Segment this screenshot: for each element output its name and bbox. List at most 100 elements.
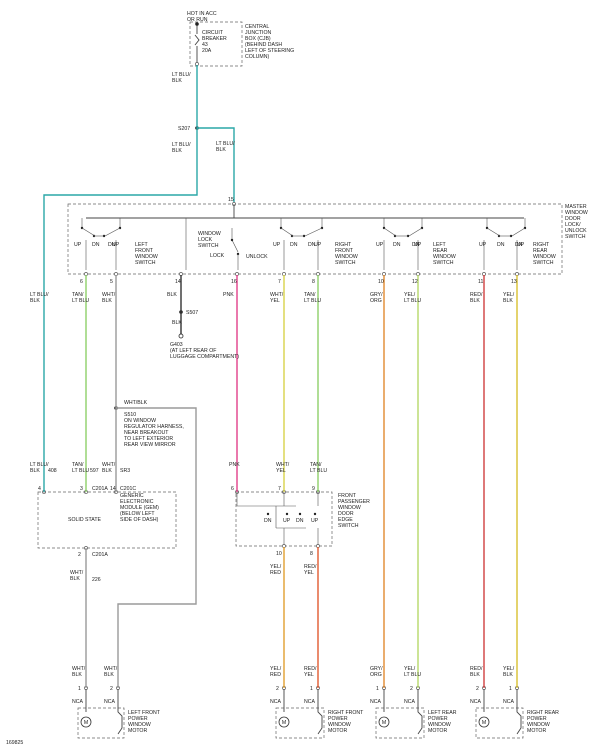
master-wire-13-label: BLK	[503, 298, 513, 304]
motor-2-wire-a-label: RED	[270, 672, 281, 678]
cjb-label: COLUMN)	[245, 54, 269, 60]
motor-4-wire-a-label: BLK	[470, 672, 480, 678]
master-pin-7-number: 7	[278, 279, 281, 285]
master-pin-13-number: 13	[511, 279, 517, 285]
master-wire-12-label: YEL/	[404, 292, 416, 298]
switch-group-3-label: WINDOW	[433, 254, 456, 260]
hot-label: HOT IN ACC	[187, 11, 217, 17]
motor-4-wire-b-label: BLK	[503, 672, 513, 678]
switch-group-1-blade	[104, 227, 121, 237]
pass-out-wire-label: RED	[270, 570, 281, 576]
pass-in-pin: 9	[312, 486, 315, 492]
master-switch-label: WINDOW	[565, 210, 588, 216]
switch-group-2-label: WINDOW	[335, 254, 358, 260]
motor-3-nca-b: NCA	[404, 699, 415, 705]
master-pin-8-number: 8	[312, 279, 315, 285]
motor-1-lead-b	[117, 689, 123, 735]
master-wire-6-label: TAN/	[72, 292, 84, 298]
right-branch-wire	[197, 127, 235, 202]
cjb-label: LEFT OF STEERING	[245, 48, 294, 54]
switch-group-3-dn-label: DN	[393, 242, 401, 248]
gem-pin-label: 14	[110, 486, 116, 492]
switch-group-2-label: FRONT	[335, 248, 354, 254]
master-wire-11-label: BLK	[470, 298, 480, 304]
gem-out-wire-label: WHT/	[70, 570, 84, 576]
gem-label: GENERIC	[120, 493, 144, 499]
motor-1-housing	[77, 707, 125, 739]
switch-group-2-up-label: UP	[314, 242, 322, 248]
ground-label: G403	[170, 342, 183, 348]
switch-group-4-up-label: UP	[479, 242, 487, 248]
switch-group-3-label: SWITCH	[433, 260, 454, 266]
pass-in-pin: 6	[231, 486, 234, 492]
lock-contact	[230, 238, 234, 242]
branch-wire-right-label: LT BLU/	[216, 141, 235, 147]
motor-4-label: MOTOR	[527, 728, 546, 734]
motor-1-pin-a: 1	[78, 686, 81, 692]
motor-1-label: MOTOR	[128, 728, 147, 734]
motor-4-lead-b	[516, 689, 522, 735]
gem-out-wire-label: BLK	[70, 576, 80, 582]
passenger-switch-label: DOOR	[338, 511, 354, 517]
gem-wire-label: WHT/	[102, 462, 116, 468]
master-pin-5-number: 5	[110, 279, 113, 285]
master-wire-8-label: LT BLU	[304, 298, 321, 304]
pass-contact	[313, 512, 317, 516]
motor-1-nca-a: NCA	[72, 699, 83, 705]
pass-switch-up-label: UP	[311, 518, 319, 524]
master-wire-6-label: LT BLU	[72, 298, 89, 304]
switch-group-1-up-label: UP	[112, 242, 120, 248]
motor-1-wire-a-label: WHT/	[72, 666, 86, 672]
pass-in-wire-label: YEL	[276, 468, 286, 474]
motor-1-pin-b: 2	[110, 686, 113, 692]
master-window-switch	[67, 203, 563, 275]
motor-2-wire-b-label: RED/	[304, 666, 317, 672]
gem-connector-c: C201C	[120, 486, 136, 492]
motor-4-motor-symbol	[478, 716, 490, 728]
switch-group-1-blade	[81, 227, 96, 237]
gem-circuit-label: SR3	[120, 468, 130, 474]
pass-switch-up-label: UP	[283, 518, 291, 524]
motor-4-housing	[475, 707, 524, 739]
master-switch-label: SWITCH	[565, 234, 586, 240]
circuit-breaker-symbol	[194, 34, 200, 46]
motor-2-motor-letter: M	[282, 720, 286, 726]
window-lock-switch-label: LOCK	[198, 237, 213, 243]
window-lock-switch-label: SWITCH	[198, 243, 219, 249]
motor-3-label: MOTOR	[428, 728, 447, 734]
switch-group-1-label: FRONT	[135, 248, 154, 254]
master-wire-8-label: TAN/	[304, 292, 316, 298]
motor-2-motor-symbol	[278, 716, 290, 728]
master-pin-16-number: 16	[231, 279, 237, 285]
gem-connector-a: C201A	[92, 486, 108, 492]
s510-label: REAR VIEW MIRROR	[124, 442, 176, 448]
motor-4-label: POWER	[527, 716, 547, 722]
cjb-label: JUNCTION	[245, 30, 271, 36]
central-junction-box	[189, 21, 243, 67]
lock-label: LOCK	[210, 253, 225, 259]
s510-wire-label: WHT/BLK	[124, 400, 148, 406]
switch-group-4-label: RIGHT	[533, 242, 550, 248]
pass-in-wire-label: TAN/	[310, 462, 322, 468]
switch-group-1-label: LEFT	[135, 242, 149, 248]
switch-group-2-blade	[280, 227, 294, 237]
motor-3-label: LEFT REAR	[428, 710, 457, 716]
gem-wire-label: TAN/	[72, 462, 84, 468]
master-wire-7-label: WHT/	[270, 292, 284, 298]
motor-1-motor-symbol	[80, 716, 92, 728]
motor-3-wire-b-label: YEL/	[404, 666, 416, 672]
pass-contact	[266, 512, 270, 516]
motor-4-label: RIGHT REAR	[527, 710, 559, 716]
breaker-label: 20A	[202, 48, 212, 54]
motor-4-pin-a: 2	[476, 686, 479, 692]
feed-wire-label: LT BLU/	[172, 72, 191, 78]
passenger-switch-label: FRONT	[338, 493, 357, 499]
pass-out-wire-label: YEL/	[270, 564, 282, 570]
left-branch-wire	[43, 128, 198, 492]
motor-2-wire-a-label: YEL/	[270, 666, 282, 672]
pass-common	[236, 492, 296, 507]
passenger-switch-label: PASSENGER	[338, 499, 370, 505]
master-pin-15-label: 15	[228, 197, 234, 203]
switch-group-1-dn-label: DN	[108, 242, 116, 248]
passenger-switch-label: SWITCH	[338, 523, 359, 529]
